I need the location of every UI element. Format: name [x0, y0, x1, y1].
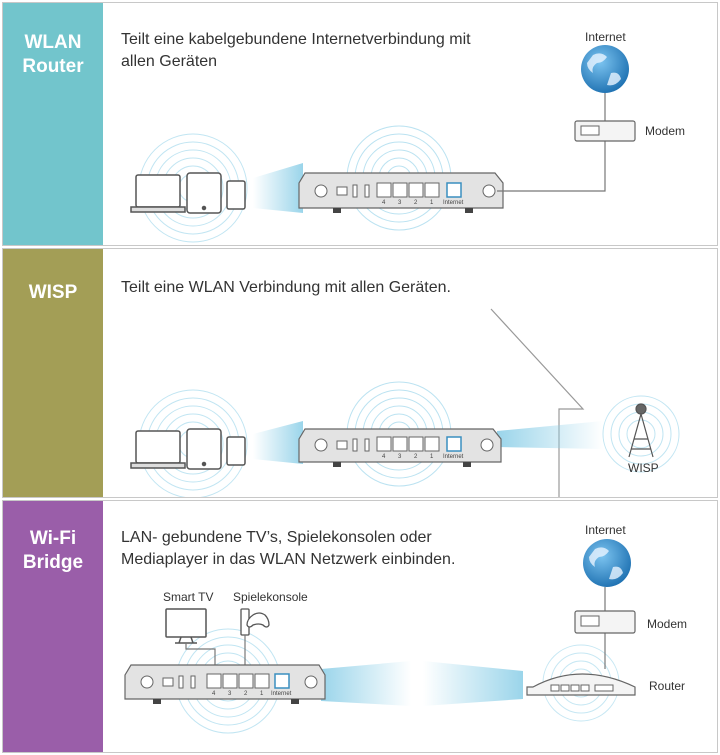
tablet-icon	[186, 428, 222, 470]
router-icon	[298, 428, 502, 467]
port-label-1: 1	[430, 454, 434, 460]
phone-icon	[226, 180, 246, 210]
wifi-beam-left	[253, 421, 303, 464]
globe-icon	[583, 539, 631, 587]
panel-title: WISP	[28, 282, 78, 303]
tv-cable	[185, 643, 216, 676]
modem-icon	[574, 610, 636, 634]
wifi-beam	[253, 163, 303, 213]
port-label-2: 2	[414, 200, 418, 206]
antenna-tower-icon	[628, 403, 654, 458]
wisp-divider-line	[490, 308, 585, 497]
router-icon	[124, 664, 326, 704]
wifi-beam-right	[497, 421, 603, 449]
port-label-4: 4	[212, 691, 216, 697]
wisp-mode-illustration: 4 3 2 1 Internet	[130, 308, 680, 497]
modem-label: Modem	[645, 124, 686, 138]
port-label-wan: Internet	[443, 200, 464, 206]
wifi-beam-left	[321, 661, 411, 706]
internet-label: Internet	[585, 523, 626, 537]
port-label-4: 4	[382, 454, 386, 460]
panel-wifi-bridge: Wi-Fi Bridge LAN- gebundene TV’s, Spiele…	[2, 500, 718, 753]
panel-title: WLAN Router	[22, 32, 84, 77]
bridge-mode-illustration: 4 3 2 1 Internet	[124, 539, 636, 734]
side-bar-wlan-router: WLAN Router	[3, 3, 103, 245]
wifi-router-icon	[526, 673, 636, 696]
panel-description: Teilt eine kabelgebundene Internetverbin…	[121, 31, 471, 70]
ethernet-cable	[497, 141, 606, 192]
port-label-3: 3	[398, 200, 402, 206]
panel-description: Teilt eine WLAN Verbindung mit allen Ger…	[121, 279, 451, 296]
laptop-icon	[130, 174, 186, 213]
console-label: Spielekonsole	[233, 590, 308, 604]
side-bar-wifi-bridge: Wi-Fi Bridge	[3, 501, 103, 752]
panel-wlan-router: WLAN Router Teilt eine kabelgebundene In…	[2, 2, 718, 246]
port-label-wan: Internet	[271, 691, 292, 697]
port-label-2: 2	[414, 454, 418, 460]
port-label-4: 4	[382, 200, 386, 206]
port-label-3: 3	[228, 691, 232, 697]
port-label-1: 1	[260, 691, 264, 697]
tablet-icon	[186, 172, 222, 214]
game-console-icon	[240, 608, 270, 636]
wifi-beam-right	[423, 661, 523, 706]
wisp-label: WISP	[628, 461, 659, 475]
laptop-icon	[130, 430, 186, 469]
port-label-3: 3	[398, 454, 402, 460]
port-label-1: 1	[430, 200, 434, 206]
port-label-wan: Internet	[443, 454, 464, 460]
router-mode-illustration: 4 3 2 1 Internet	[130, 45, 636, 243]
globe-icon	[581, 45, 629, 93]
modem-label: Modem	[647, 617, 688, 631]
router-label: Router	[649, 679, 686, 693]
panel-description: LAN- gebundene TV’s, Spielekonsolen oder…	[121, 529, 456, 568]
router-icon	[298, 172, 504, 213]
tv-icon	[165, 608, 207, 644]
panel-title: Wi-Fi Bridge	[22, 528, 84, 573]
phone-icon	[226, 436, 246, 466]
smart-tv-label: Smart TV	[163, 590, 214, 604]
port-label-2: 2	[244, 691, 248, 697]
panel-wisp: WISP Teilt eine WLAN Verbindung mit alle…	[2, 248, 718, 498]
modem-icon	[574, 120, 636, 142]
internet-label: Internet	[585, 30, 626, 44]
side-bar-wisp: WISP	[3, 249, 103, 497]
